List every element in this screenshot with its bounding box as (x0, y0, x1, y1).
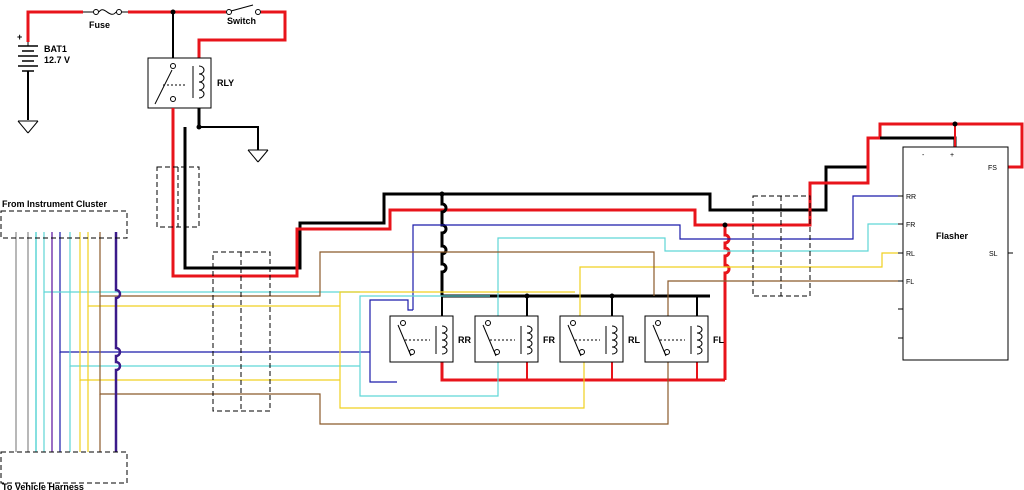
relay-fl: FL (644, 315, 724, 363)
ground-icon (247, 149, 269, 163)
relay-label-rr: RR (458, 335, 471, 345)
flasher-pin-minus: - (922, 152, 925, 159)
flasher-pin-plus: + (950, 152, 954, 159)
switch-label: Switch (227, 16, 256, 26)
fuse-label: Fuse (89, 20, 110, 30)
battery-name: BAT1 (44, 44, 67, 54)
fuse-icon (98, 9, 117, 15)
main-relay: RLY (147, 57, 234, 109)
relay-label-fr: FR (543, 335, 555, 345)
relay-label-rl: RL (628, 335, 640, 345)
battery-plus-sign: + (17, 32, 22, 42)
relay-rr: RR (389, 315, 471, 363)
flasher-pin-sl: SL (989, 251, 998, 258)
connector-bottom-box (0, 451, 128, 484)
relay-group: RR FR RL FL (389, 315, 724, 363)
ground-icon (17, 120, 39, 134)
connector-top-box (0, 210, 128, 239)
flasher-pin-fs: FS (988, 165, 997, 172)
connector-top-label: From Instrument Cluster (2, 199, 108, 209)
battery-icon (18, 42, 38, 120)
main-relay-label: RLY (217, 78, 234, 88)
relay-fr: FR (474, 315, 555, 363)
flasher-pin-fr: FR (906, 222, 915, 229)
relay-label-fl: FL (713, 335, 724, 345)
battery-voltage: 12.7 V (44, 55, 70, 65)
battery-circuit: + BAT1 12.7 V Fuse Switch (17, 4, 287, 134)
flasher-pin-fl: FL (906, 279, 914, 286)
flasher-pin-rl: RL (906, 251, 915, 258)
flasher-label: Flasher (936, 231, 969, 241)
flasher-pin-rr: RR (906, 194, 916, 201)
connector-bottom-label: To Vehicle Harness (2, 482, 84, 490)
flasher-module: Flasher - + FS RR FR RL FL SL (898, 146, 1013, 361)
switch-icon (230, 4, 254, 12)
relay-rl: RL (559, 315, 640, 363)
